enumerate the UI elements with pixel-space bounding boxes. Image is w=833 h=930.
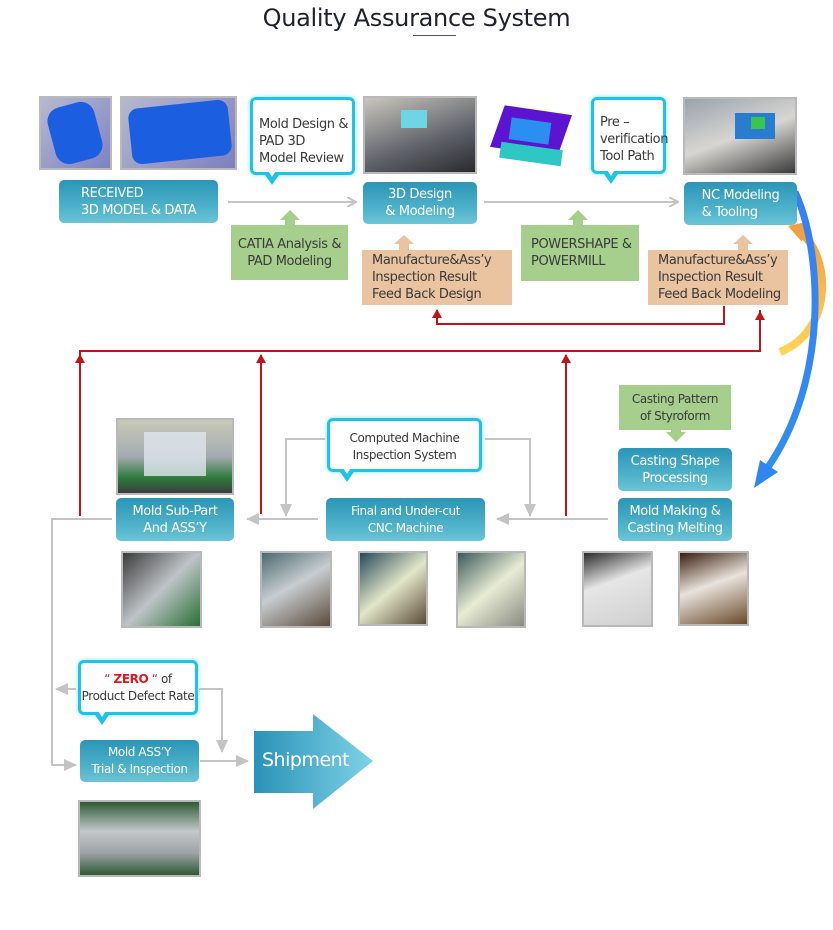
nc-operator-photo xyxy=(683,97,797,175)
shipment-label: Shipment xyxy=(262,749,350,771)
mold-making-casting-melting-box: Mold Making &Casting Melting xyxy=(618,498,732,541)
styroform-pattern-photo xyxy=(582,551,653,627)
up-arrow-catia xyxy=(280,210,300,226)
casting-melting-photo xyxy=(678,551,749,626)
designer-at-workstation-photo xyxy=(363,96,477,174)
cnc-machining-photo-2 xyxy=(358,551,428,626)
up-arrow-powershape xyxy=(568,210,588,226)
shipment-arrow-shape xyxy=(254,714,373,809)
preverification-bubble: Pre – verification Tool Path xyxy=(591,97,668,184)
subpart-assembly-photo xyxy=(116,418,234,495)
trial-molds-photo xyxy=(78,800,201,877)
subpart-mold-photo xyxy=(121,551,202,628)
flow-line-subpart-down xyxy=(51,518,112,771)
zero-quote-close: “ xyxy=(151,672,158,686)
mold-3d-render xyxy=(490,100,572,170)
bench-seat-3d-model-photo xyxy=(120,96,237,170)
zero-highlight: ZERO xyxy=(113,672,149,686)
page-title: Quality Assurance System xyxy=(262,4,571,32)
feedback-line-modeling-to-design xyxy=(432,306,725,325)
3d-design-modeling-box: 3D Design& Modeling xyxy=(363,182,477,224)
nc-modeling-tooling-box: NC Modeling& Tooling xyxy=(684,182,797,225)
zero-quote-open: “ xyxy=(104,672,111,686)
up-arrow-feedback-modeling xyxy=(733,235,753,250)
blue-curve-arrow xyxy=(763,190,819,473)
up-arrow-feedback-design xyxy=(394,235,414,250)
flow-line-cmm-right xyxy=(485,438,536,517)
powershape-powermill-box: POWERSHAPE &POWERMILL xyxy=(521,225,639,281)
flow-line-cmm-left xyxy=(280,438,325,517)
cnc-machining-photo-3 xyxy=(456,551,526,628)
title-underline xyxy=(413,35,456,36)
zero-defect-bubble: “ ZERO “ of Product Defect Rate xyxy=(78,660,198,725)
mold-design-review-bubble: Mold Design & PAD 3D Model Review xyxy=(250,97,355,185)
down-arrow-casting xyxy=(666,428,686,442)
flow-line-zero-right xyxy=(199,688,228,753)
cnc-machining-photo-1 xyxy=(260,551,332,628)
seat-3d-model-photo xyxy=(39,96,112,170)
catia-analysis-box: CATIA Analysis &PAD Modeling xyxy=(231,225,348,280)
cmm-inspection-bubble: Computed Machine Inspection System xyxy=(327,418,482,482)
